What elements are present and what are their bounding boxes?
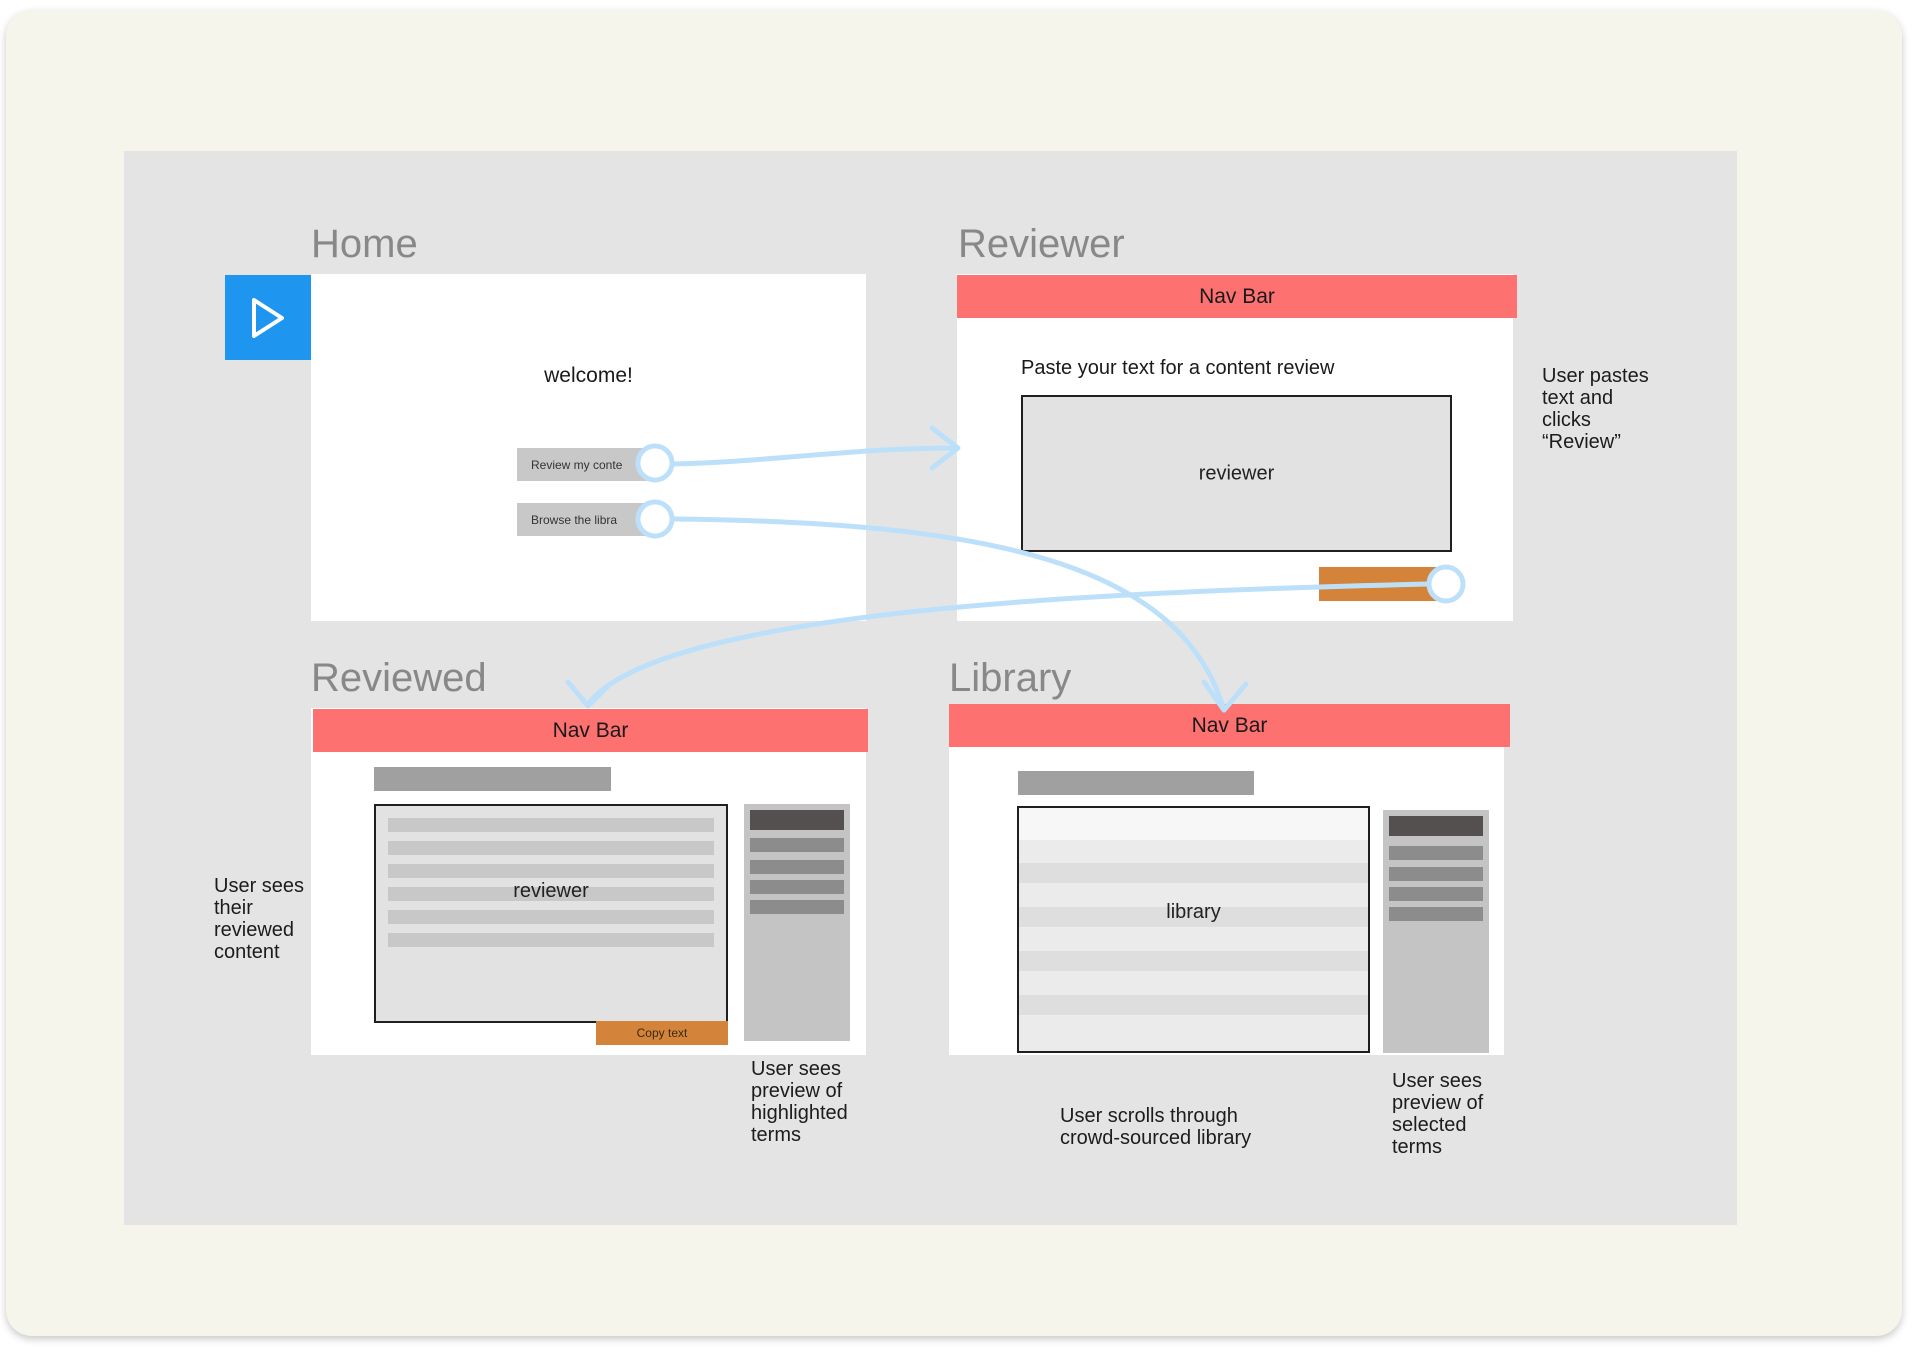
frame-title-library: Library <box>949 656 1072 700</box>
sidebar-item[interactable] <box>1389 887 1483 901</box>
page-heading-placeholder <box>1018 771 1254 795</box>
frame-title-reviewed: Reviewed <box>311 656 487 700</box>
text-line <box>388 887 714 901</box>
paste-prompt: Paste your text for a content review <box>1021 357 1335 379</box>
sidebar-header <box>1389 816 1483 836</box>
text-line <box>388 818 714 832</box>
home-screen: welcome! Review my conte Browse the libr… <box>311 274 866 621</box>
list-row[interactable] <box>1019 995 1368 1015</box>
page-heading-placeholder <box>374 767 611 791</box>
connector-handle[interactable] <box>1426 564 1466 604</box>
textbox-label: reviewer <box>1198 462 1275 484</box>
review-my-content-button[interactable]: Review my conte <box>517 448 647 481</box>
selected-terms-sidebar <box>1383 810 1489 1053</box>
library-list[interactable]: library <box>1017 806 1370 1053</box>
connector-submit <box>585 581 1431 707</box>
list-row[interactable] <box>1019 951 1368 971</box>
library-note: User scrolls through crowd-sourced libra… <box>1060 1105 1252 1149</box>
arrowhead-browse <box>1201 679 1249 713</box>
connector-browse <box>669 516 1227 713</box>
sidebar-item[interactable] <box>1389 846 1483 860</box>
list-row[interactable] <box>1019 863 1368 883</box>
sidebar-item[interactable] <box>1389 867 1483 881</box>
list-header-row <box>1019 808 1368 840</box>
welcome-text: welcome! <box>544 364 633 387</box>
text-line <box>388 841 714 855</box>
text-line <box>388 910 714 924</box>
selected-note: User sees preview of selected terms <box>1392 1070 1484 1158</box>
play-icon[interactable] <box>225 275 311 360</box>
connector-review <box>669 445 959 467</box>
frame-title-home: Home <box>311 222 418 266</box>
reviewed-note: User sees their reviewed content <box>214 875 305 963</box>
sidebar-item[interactable] <box>750 880 844 894</box>
text-line <box>388 864 714 878</box>
reviewer-screen: Nav Bar Paste your text for a content re… <box>957 274 1517 621</box>
connector-handle[interactable] <box>635 443 675 483</box>
text-line <box>388 933 714 947</box>
nav-bar[interactable]: Nav Bar <box>957 275 1517 318</box>
arrowhead-review <box>929 425 961 471</box>
sidebar-header <box>750 810 844 830</box>
highlight-note: User sees preview of highlighted terms <box>751 1058 848 1146</box>
textbox-label: reviewer <box>513 880 589 902</box>
library-screen: Nav Bar library <box>949 704 1510 1055</box>
sidebar-item[interactable] <box>1389 907 1483 921</box>
nav-bar[interactable]: Nav Bar <box>949 704 1510 747</box>
arrowhead-submit <box>565 679 613 709</box>
reviewer-textbox[interactable]: reviewer <box>1021 395 1452 552</box>
reviewer-note: User pastes text and clicks “Review” <box>1542 365 1649 453</box>
highlight-sidebar <box>744 804 850 1041</box>
list-label: library <box>1166 901 1221 923</box>
reviewed-screen: Nav Bar reviewer Copy text <box>311 708 868 1055</box>
list-row[interactable] <box>1019 907 1368 927</box>
connector-handle[interactable] <box>635 499 675 539</box>
browse-library-button[interactable]: Browse the libra <box>517 503 647 536</box>
sidebar-item[interactable] <box>750 860 844 874</box>
sidebar-item[interactable] <box>750 838 844 852</box>
nav-bar[interactable]: Nav Bar <box>313 709 868 752</box>
copy-text-button[interactable]: Copy text <box>596 1021 728 1045</box>
reviewed-textbox[interactable]: reviewer <box>374 804 728 1023</box>
sidebar-item[interactable] <box>750 900 844 914</box>
frame-title-reviewer: Reviewer <box>958 222 1125 266</box>
